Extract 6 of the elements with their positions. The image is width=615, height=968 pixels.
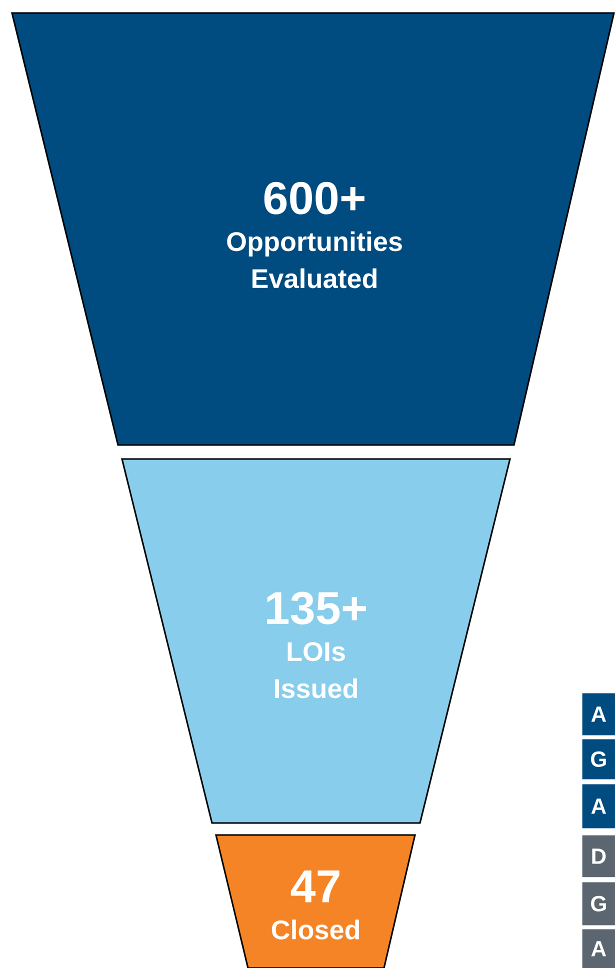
side-tab: G <box>582 739 615 780</box>
side-tab: D <box>582 835 615 878</box>
side-tab: A <box>582 693 615 736</box>
side-tab: G <box>582 882 615 926</box>
side-tab: A <box>582 784 615 828</box>
side-tab: A <box>582 929 615 968</box>
